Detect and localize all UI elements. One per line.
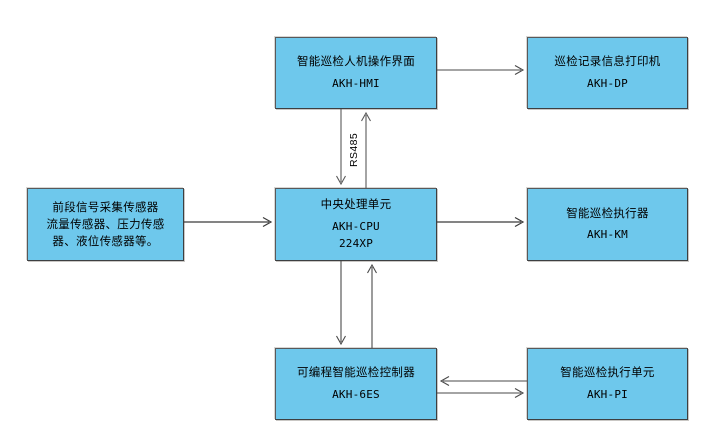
node-pi-title: 智能巡检执行单元 xyxy=(560,365,655,380)
node-plc-title: 可编程智能巡检控制器 xyxy=(297,365,415,380)
node-cpu[interactable]: 中央处理单元 AKH-CPU 224XP xyxy=(275,188,437,261)
connector-cpu-to-km xyxy=(437,212,527,232)
connector-hmi-to-printer xyxy=(437,60,527,80)
node-hmi-title: 智能巡检人机操作界面 xyxy=(297,54,415,69)
node-sensors-line-2: 流量传感器、压力传感 xyxy=(46,216,165,231)
node-plc-code: AKH-6ES xyxy=(332,387,380,401)
node-sensors[interactable]: 前段信号采集传感器 流量传感器、压力传感 器、液位传感器等。 xyxy=(27,188,184,261)
node-hmi[interactable]: 智能巡检人机操作界面 AKH-HMI xyxy=(275,37,437,109)
node-hmi-code: AKH-HMI xyxy=(332,76,380,90)
node-printer-title: 巡检记录信息打印机 xyxy=(554,54,661,69)
node-km-code: AKH-KM xyxy=(587,228,628,242)
node-plc[interactable]: 可编程智能巡检控制器 AKH-6ES xyxy=(275,348,437,420)
connector-cpu-plc-bidirectional xyxy=(330,261,382,348)
node-sensors-line-3: 器、液位传感器等。 xyxy=(52,234,159,249)
node-sensors-line-1: 前段信号采集传感器 xyxy=(52,199,159,214)
connector-pi-plc-bidirectional xyxy=(437,372,527,402)
node-cpu-code-2: 224XP xyxy=(338,236,374,250)
node-km[interactable]: 智能巡检执行器 AKH-KM xyxy=(527,188,688,261)
node-km-title: 智能巡检执行器 xyxy=(566,205,649,220)
node-cpu-code: AKH-CPU xyxy=(332,219,380,233)
connector-sensors-to-cpu xyxy=(184,212,275,232)
node-pi-code: AKH-PI xyxy=(587,387,628,401)
node-printer-code: AKH-DP xyxy=(587,76,628,90)
connector-hmi-cpu-rs485 xyxy=(330,109,380,188)
node-printer[interactable]: 巡检记录信息打印机 AKH-DP xyxy=(527,37,688,109)
node-cpu-title: 中央处理单元 xyxy=(320,197,392,212)
node-pi[interactable]: 智能巡检执行单元 AKH-PI xyxy=(527,348,688,420)
connector-label-rs485: RS485 xyxy=(348,132,360,168)
